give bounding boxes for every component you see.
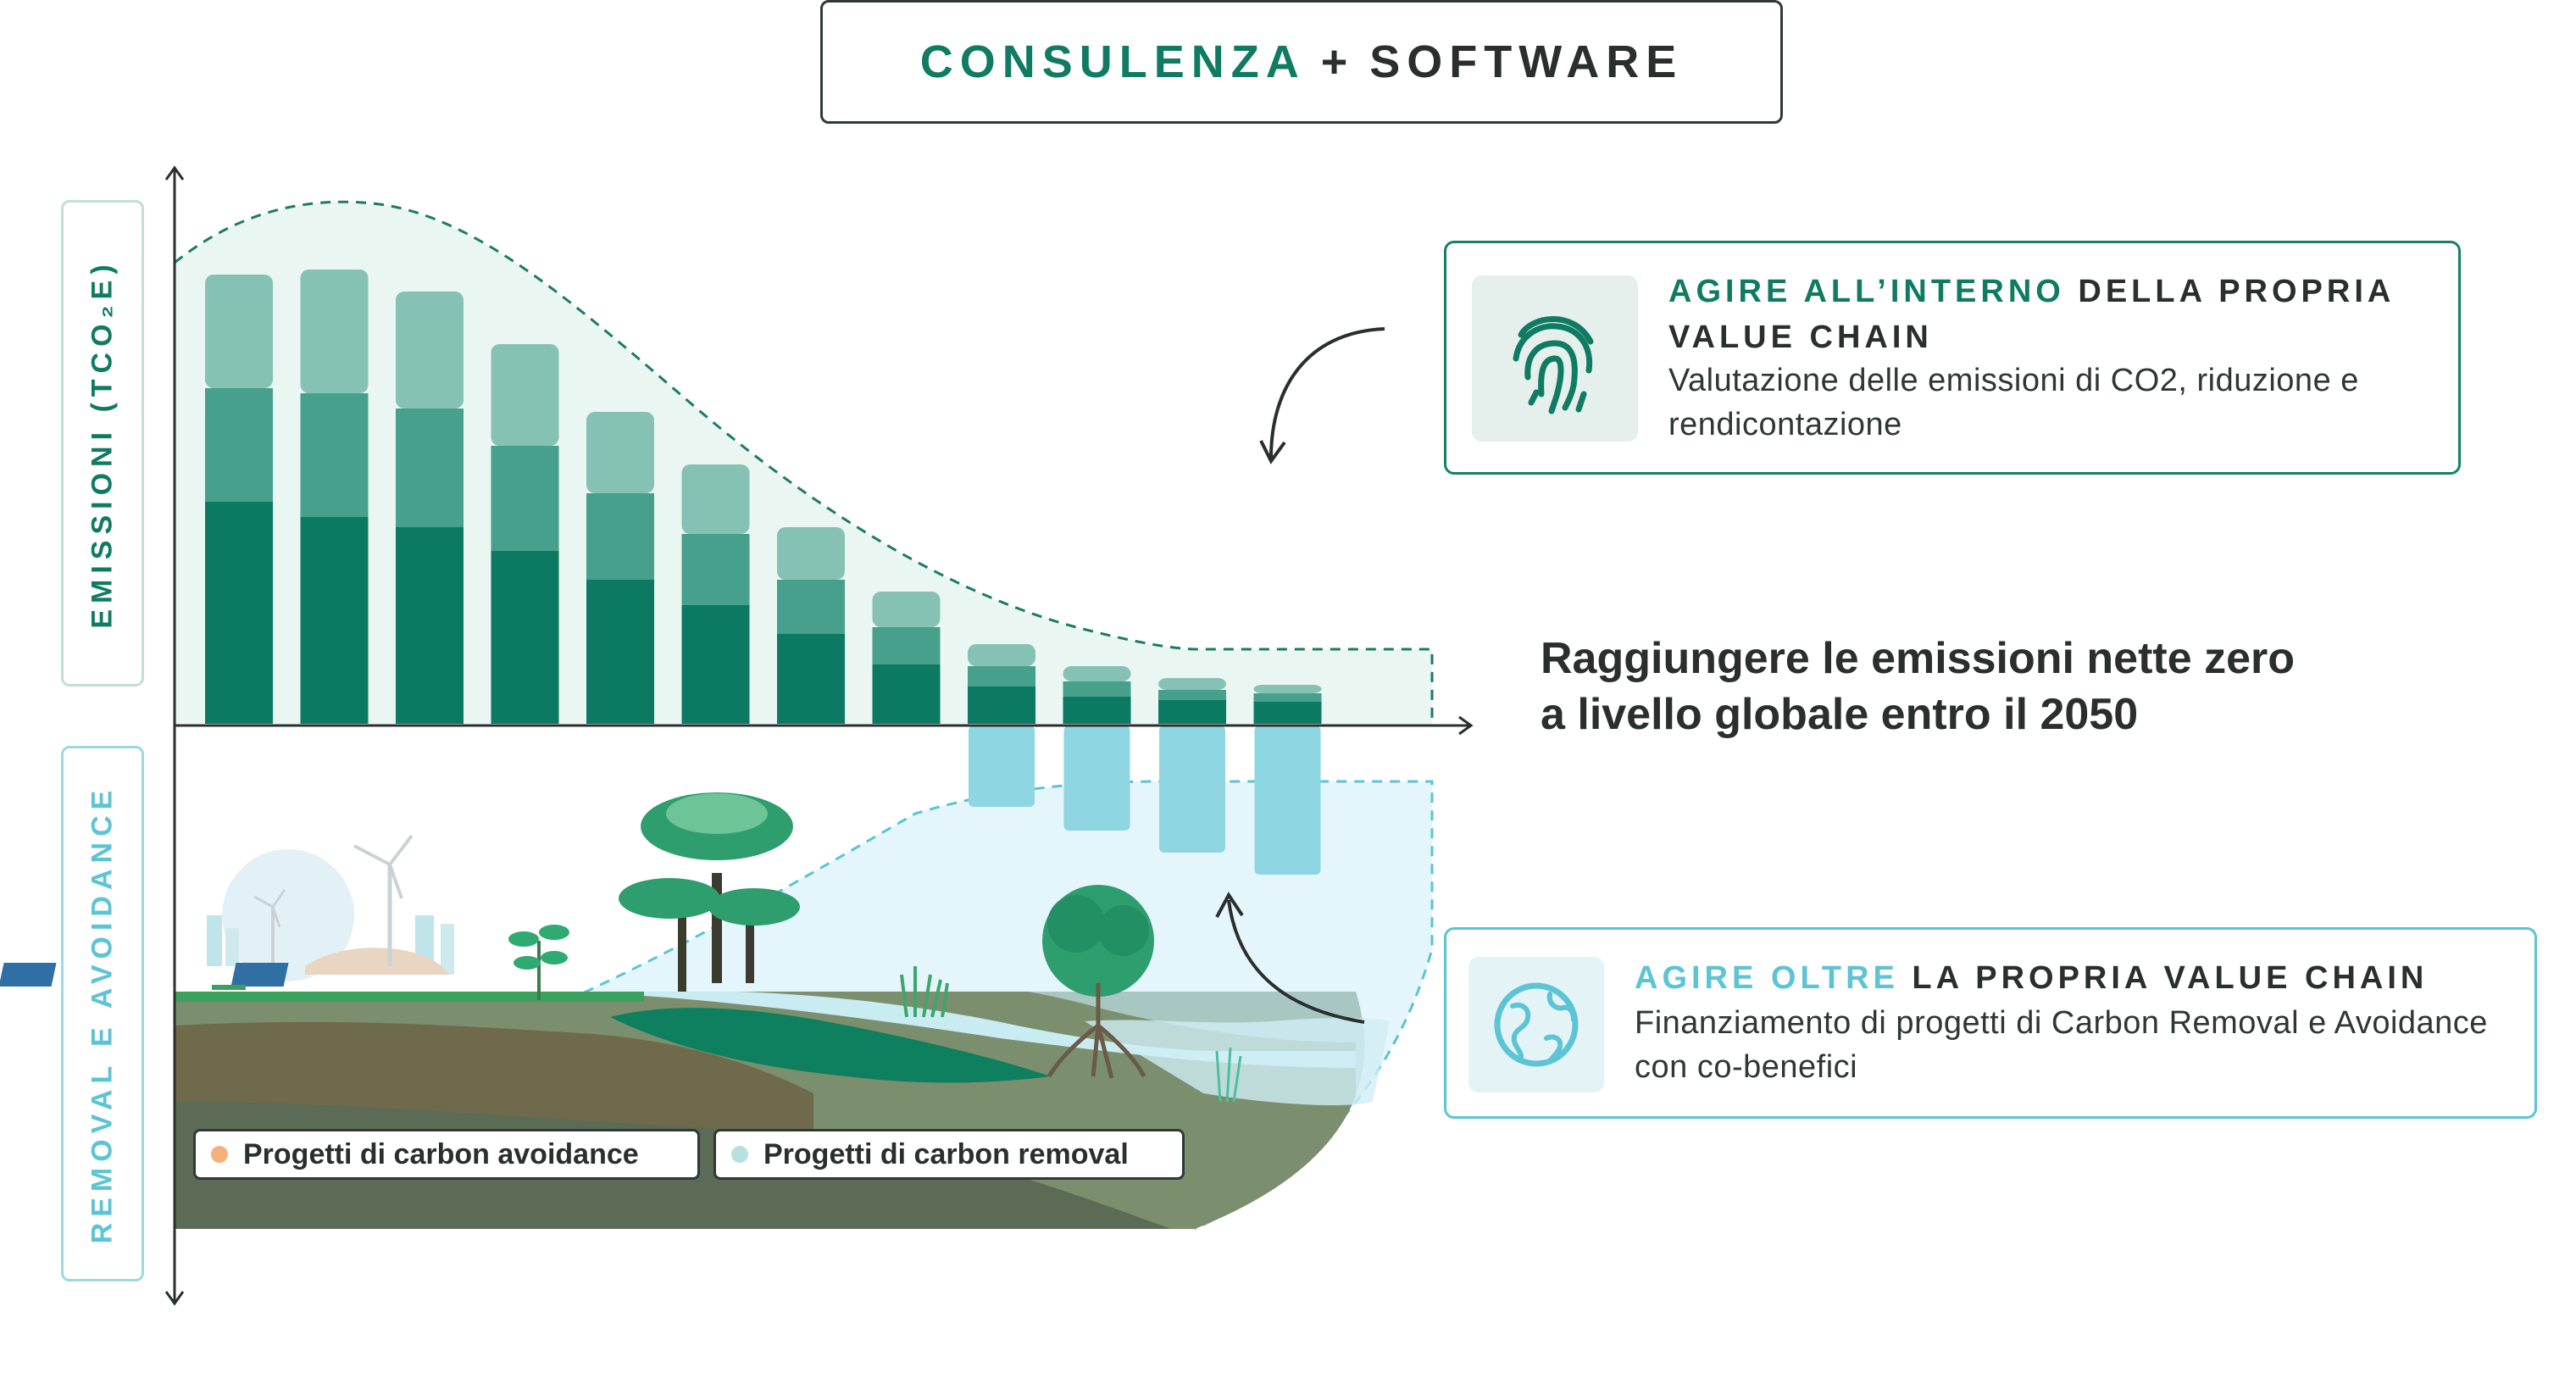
- beyond-value-chain-box: AGIRE OLTRE LA PROPRIA VALUE CHAIN Finan…: [1444, 927, 2537, 1119]
- header-software: SOFTWARE: [1369, 36, 1684, 87]
- emission-bar-segment: [777, 527, 845, 580]
- globe-icon-tile: [1468, 957, 1604, 1092]
- emission-bar-segment: [205, 502, 273, 724]
- seagrass-illustration: [1215, 1047, 1242, 1103]
- emission-bar-segment: [1063, 681, 1131, 697]
- seedling-illustration: [508, 925, 569, 1000]
- reeds-illustration: [900, 966, 949, 1018]
- curved-arrow-up: [1227, 899, 1365, 1024]
- inside-description: Valutazione delle emissioni di CO2, ridu…: [1668, 363, 2359, 442]
- fingerprint-icon: [1513, 316, 1594, 414]
- water-area: [1085, 1018, 1390, 1106]
- legend-dot-removal: [731, 1146, 748, 1163]
- header-plus: +: [1320, 36, 1355, 87]
- emission-bar-segment: [1158, 690, 1226, 700]
- emission-bar-segment: [300, 270, 369, 393]
- y-axis-arrow-down: [164, 1291, 185, 1306]
- emission-bar-segment: [205, 388, 273, 502]
- emission-bar-segment: [1063, 697, 1131, 724]
- emissions-axis-label: EMISSIONI (TCO₂E): [61, 200, 144, 686]
- emission-bar-segment: [491, 446, 559, 551]
- net-zero-statement: Raggiungere le emissioni nette zero a li…: [1541, 634, 2295, 739]
- emission-bar-segment: [968, 686, 1035, 724]
- removal-bars: [969, 725, 1321, 875]
- x-axis-arrow: [1458, 715, 1474, 736]
- emissions-envelope-line: [174, 200, 1434, 724]
- emission-bar-segment: [586, 580, 654, 724]
- legend-carbon-removal: Progetti di carbon removal: [713, 1129, 1185, 1180]
- emission-bar-segment: [1063, 666, 1131, 681]
- emission-bar-segment: [1158, 700, 1226, 724]
- emission-bar-segment: [491, 551, 559, 724]
- emission-bar-segment: [491, 344, 559, 446]
- emission-bar-segment: [300, 393, 369, 517]
- legend-carbon-avoidance: Progetti di carbon avoidance: [193, 1129, 700, 1180]
- landscape-illustration: [175, 992, 1365, 1229]
- emission-bar-segment: [681, 534, 750, 605]
- inside-title: AGIRE ALL’INTERNO DELLA PROPRIA VALUE CH…: [1668, 269, 2431, 360]
- inside-title-highlight: AGIRE ALL’INTERNO: [1668, 274, 2065, 309]
- emission-bar-segment: [586, 493, 654, 580]
- emission-bar-segment: [396, 527, 464, 724]
- emission-bar-segment: [968, 666, 1035, 686]
- emission-bar-segment: [1253, 693, 1322, 702]
- emission-bar-segment: [872, 664, 941, 724]
- globe-icon: [1494, 982, 1579, 1067]
- emissions-envelope-area: [175, 202, 1432, 724]
- legend-dot-avoidance: [211, 1146, 228, 1163]
- inside-title-rest: DELLA PROPRIA VALUE CHAIN: [1668, 274, 2394, 355]
- legend-removal-label: Progetti di carbon removal: [763, 1137, 1129, 1170]
- mangrove-illustration: [1042, 885, 1154, 1079]
- curved-arrow-down: [1269, 327, 1385, 459]
- trees-illustration: [619, 792, 800, 992]
- emission-bar-segment: [681, 464, 750, 534]
- removal-bar: [969, 725, 1035, 807]
- removal-bar: [1063, 725, 1130, 831]
- emission-bar-segment: [872, 592, 941, 627]
- emission-bar-segment: [681, 605, 750, 724]
- emission-bar-segment: [1253, 702, 1322, 724]
- emission-bar-segment: [1158, 678, 1226, 690]
- beyond-title-rest: LA PROPRIA VALUE CHAIN: [1912, 960, 2429, 996]
- emission-bar-segment: [777, 580, 845, 634]
- header-pill: CONSULENZA + SOFTWARE: [820, 0, 1783, 124]
- fingerprint-icon-tile: [1472, 275, 1638, 442]
- inside-value-chain-box: AGIRE ALL’INTERNO DELLA PROPRIA VALUE CH…: [1444, 241, 2461, 475]
- emission-bar-segment: [586, 412, 654, 493]
- emission-bar-segment: [1253, 685, 1322, 693]
- removal-bar: [1159, 725, 1225, 853]
- city-turbines-illustration: [0, 834, 454, 990]
- removal-axis-label: REMOVAL E AVOIDANCE: [61, 746, 144, 1281]
- emission-bar-segment: [968, 644, 1035, 666]
- removal-bar: [1254, 725, 1321, 875]
- emission-bar-segment: [205, 275, 273, 388]
- emission-bar-segment: [777, 634, 845, 724]
- beyond-description: Finanziamento di progetti di Carbon Remo…: [1635, 1005, 2488, 1085]
- header-consulting: CONSULENZA: [919, 36, 1306, 87]
- y-axis-arrow-up: [164, 165, 185, 181]
- beyond-title-highlight: AGIRE OLTRE: [1635, 960, 1899, 996]
- legend-avoidance-label: Progetti di carbon avoidance: [243, 1137, 639, 1170]
- emission-bar-segment: [872, 627, 941, 664]
- beyond-title: AGIRE OLTRE LA PROPRIA VALUE CHAIN: [1635, 955, 2524, 1001]
- emission-bar-segment: [396, 292, 464, 409]
- emission-bars: [205, 270, 1322, 724]
- emission-bar-segment: [300, 517, 369, 724]
- emission-bar-segment: [396, 409, 464, 527]
